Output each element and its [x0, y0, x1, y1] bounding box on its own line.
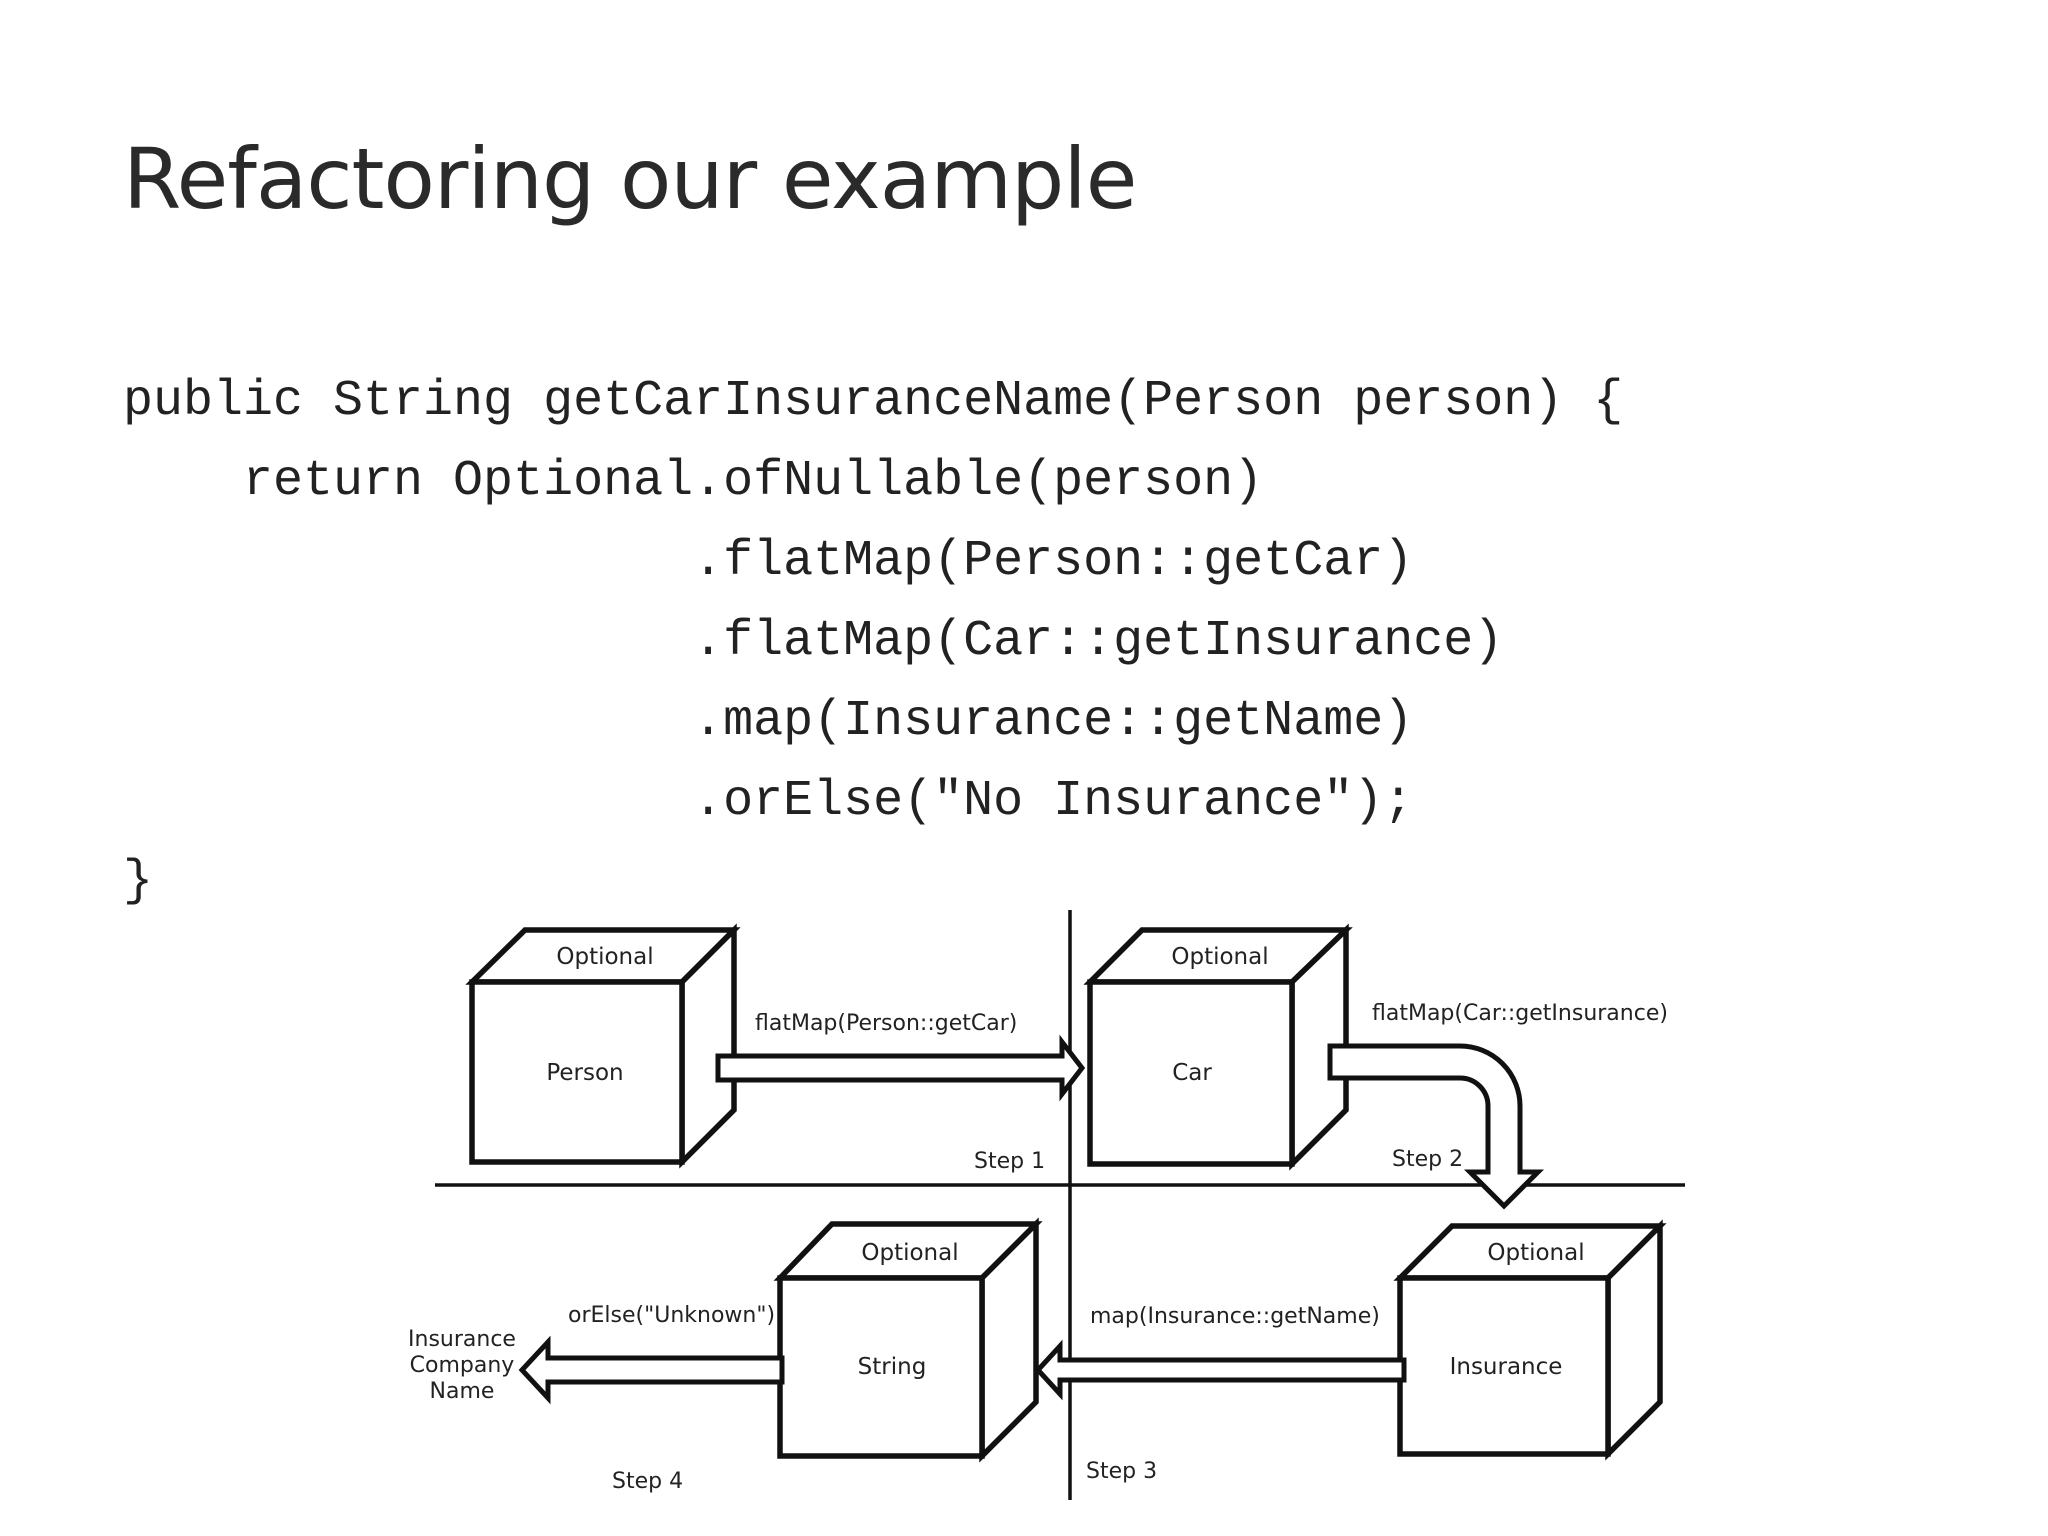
optional-chain-diagram: Optional Person Optional Car Optional St… — [408, 910, 1685, 1500]
arrow-label: flatMap(Person::getCar) — [755, 1011, 1017, 1036]
code-line: public String getCarInsuranceName(Person… — [123, 373, 1624, 430]
box-header-label: Optional — [1171, 944, 1268, 970]
box-header-label: Optional — [556, 944, 653, 970]
code-line: .orElse("No Insurance"); — [123, 773, 1414, 830]
optional-person-box — [465, 923, 741, 1169]
optional-insurance-box — [1393, 1219, 1667, 1461]
result-label-line: Name — [430, 1379, 495, 1404]
box-content-label: Car — [1172, 1060, 1212, 1086]
box-header-label: Optional — [861, 1240, 958, 1266]
cube-front-face — [469, 979, 685, 1165]
step-label: Step 1 — [974, 1149, 1045, 1174]
box-content-label: String — [858, 1354, 927, 1380]
quadrant-dividers — [435, 910, 1685, 1500]
optional-car-box — [1083, 923, 1353, 1171]
cube-front-face — [1087, 979, 1295, 1167]
arrow-label: flatMap(Car::getInsurance) — [1372, 1001, 1668, 1026]
result-label-line: Company — [410, 1353, 515, 1378]
code-line: } — [123, 853, 154, 910]
code-block: public String getCarInsuranceName(Person… — [123, 362, 1623, 922]
slide-title: Refactoring our example — [123, 130, 1137, 228]
code-line: .flatMap(Car::getInsurance) — [123, 613, 1504, 670]
optional-string-box — [773, 1217, 1043, 1463]
box-content-label: Person — [546, 1060, 623, 1086]
arrow-label: orElse("Unknown") — [568, 1303, 775, 1328]
step-label: Step 3 — [1086, 1459, 1157, 1484]
orelse-arrow — [518, 1335, 785, 1405]
cube-front-face — [1397, 1275, 1611, 1457]
flatmap-car-arrow — [1327, 1043, 1545, 1210]
box-header-label: Optional — [1487, 1240, 1584, 1266]
map-insurance-arrow — [1034, 1339, 1407, 1401]
result-label-line: Insurance — [408, 1327, 516, 1352]
code-line: return Optional.ofNullable(person) — [123, 453, 1264, 510]
step-label: Step 2 — [1392, 1147, 1463, 1172]
cube-front-face — [777, 1275, 985, 1459]
arrow-label: map(Insurance::getName) — [1090, 1304, 1380, 1329]
code-line: .map(Insurance::getName) — [123, 693, 1414, 750]
flatmap-person-arrow — [715, 1034, 1086, 1102]
code-line: .flatMap(Person::getCar) — [123, 533, 1414, 590]
box-content-label: Insurance — [1450, 1354, 1563, 1380]
step-label: Step 4 — [612, 1469, 683, 1494]
